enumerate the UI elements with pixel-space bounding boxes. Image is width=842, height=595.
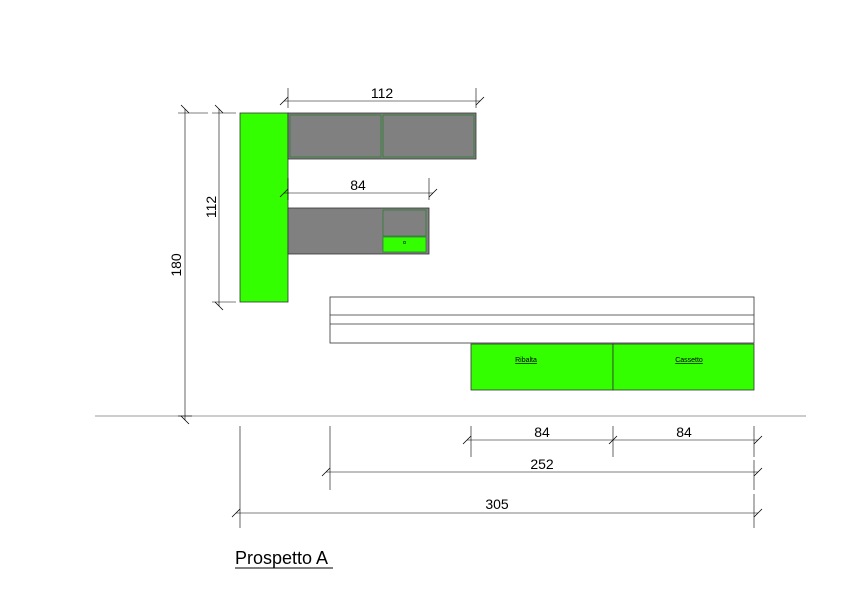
middle-wall-unit (287, 207, 430, 255)
drawer-knob-icon (402, 240, 407, 245)
dim-mid-84-text: 84 (350, 177, 366, 193)
cassetto-label: Cassetto (675, 357, 703, 364)
cassetto-base-unit (612, 343, 755, 391)
dimension-bottom-305: 305 (231, 426, 763, 528)
dimension-bottom-84-84: 84 84 (462, 424, 763, 457)
top-wall-unit (287, 112, 477, 160)
dimension-bottom-252: 252 (321, 426, 763, 490)
dim-top-112-text: 112 (371, 85, 394, 101)
dimension-left-180: 180 (168, 104, 208, 425)
dim-left-112-text: 112 (203, 196, 219, 219)
dimension-mid-84: 84 (279, 177, 438, 200)
dim-left-180-text: 180 (168, 253, 184, 277)
dim-bottom-84b-text: 84 (676, 424, 692, 440)
dim-bottom-84a-text: 84 (534, 424, 550, 440)
drawing-title: Prospetto A (235, 548, 328, 568)
dim-bottom-252-text: 252 (530, 456, 554, 472)
small-drawer (382, 236, 427, 253)
ribalta-base-unit (470, 343, 614, 391)
dimension-top-112: 112 (279, 85, 485, 108)
tall-column-unit (239, 112, 289, 303)
ribalta-label: Ribalta (515, 357, 537, 364)
dim-bottom-305-text: 305 (485, 496, 509, 512)
dimension-left-112: 112 (203, 104, 236, 311)
shelf-unit (329, 296, 755, 344)
